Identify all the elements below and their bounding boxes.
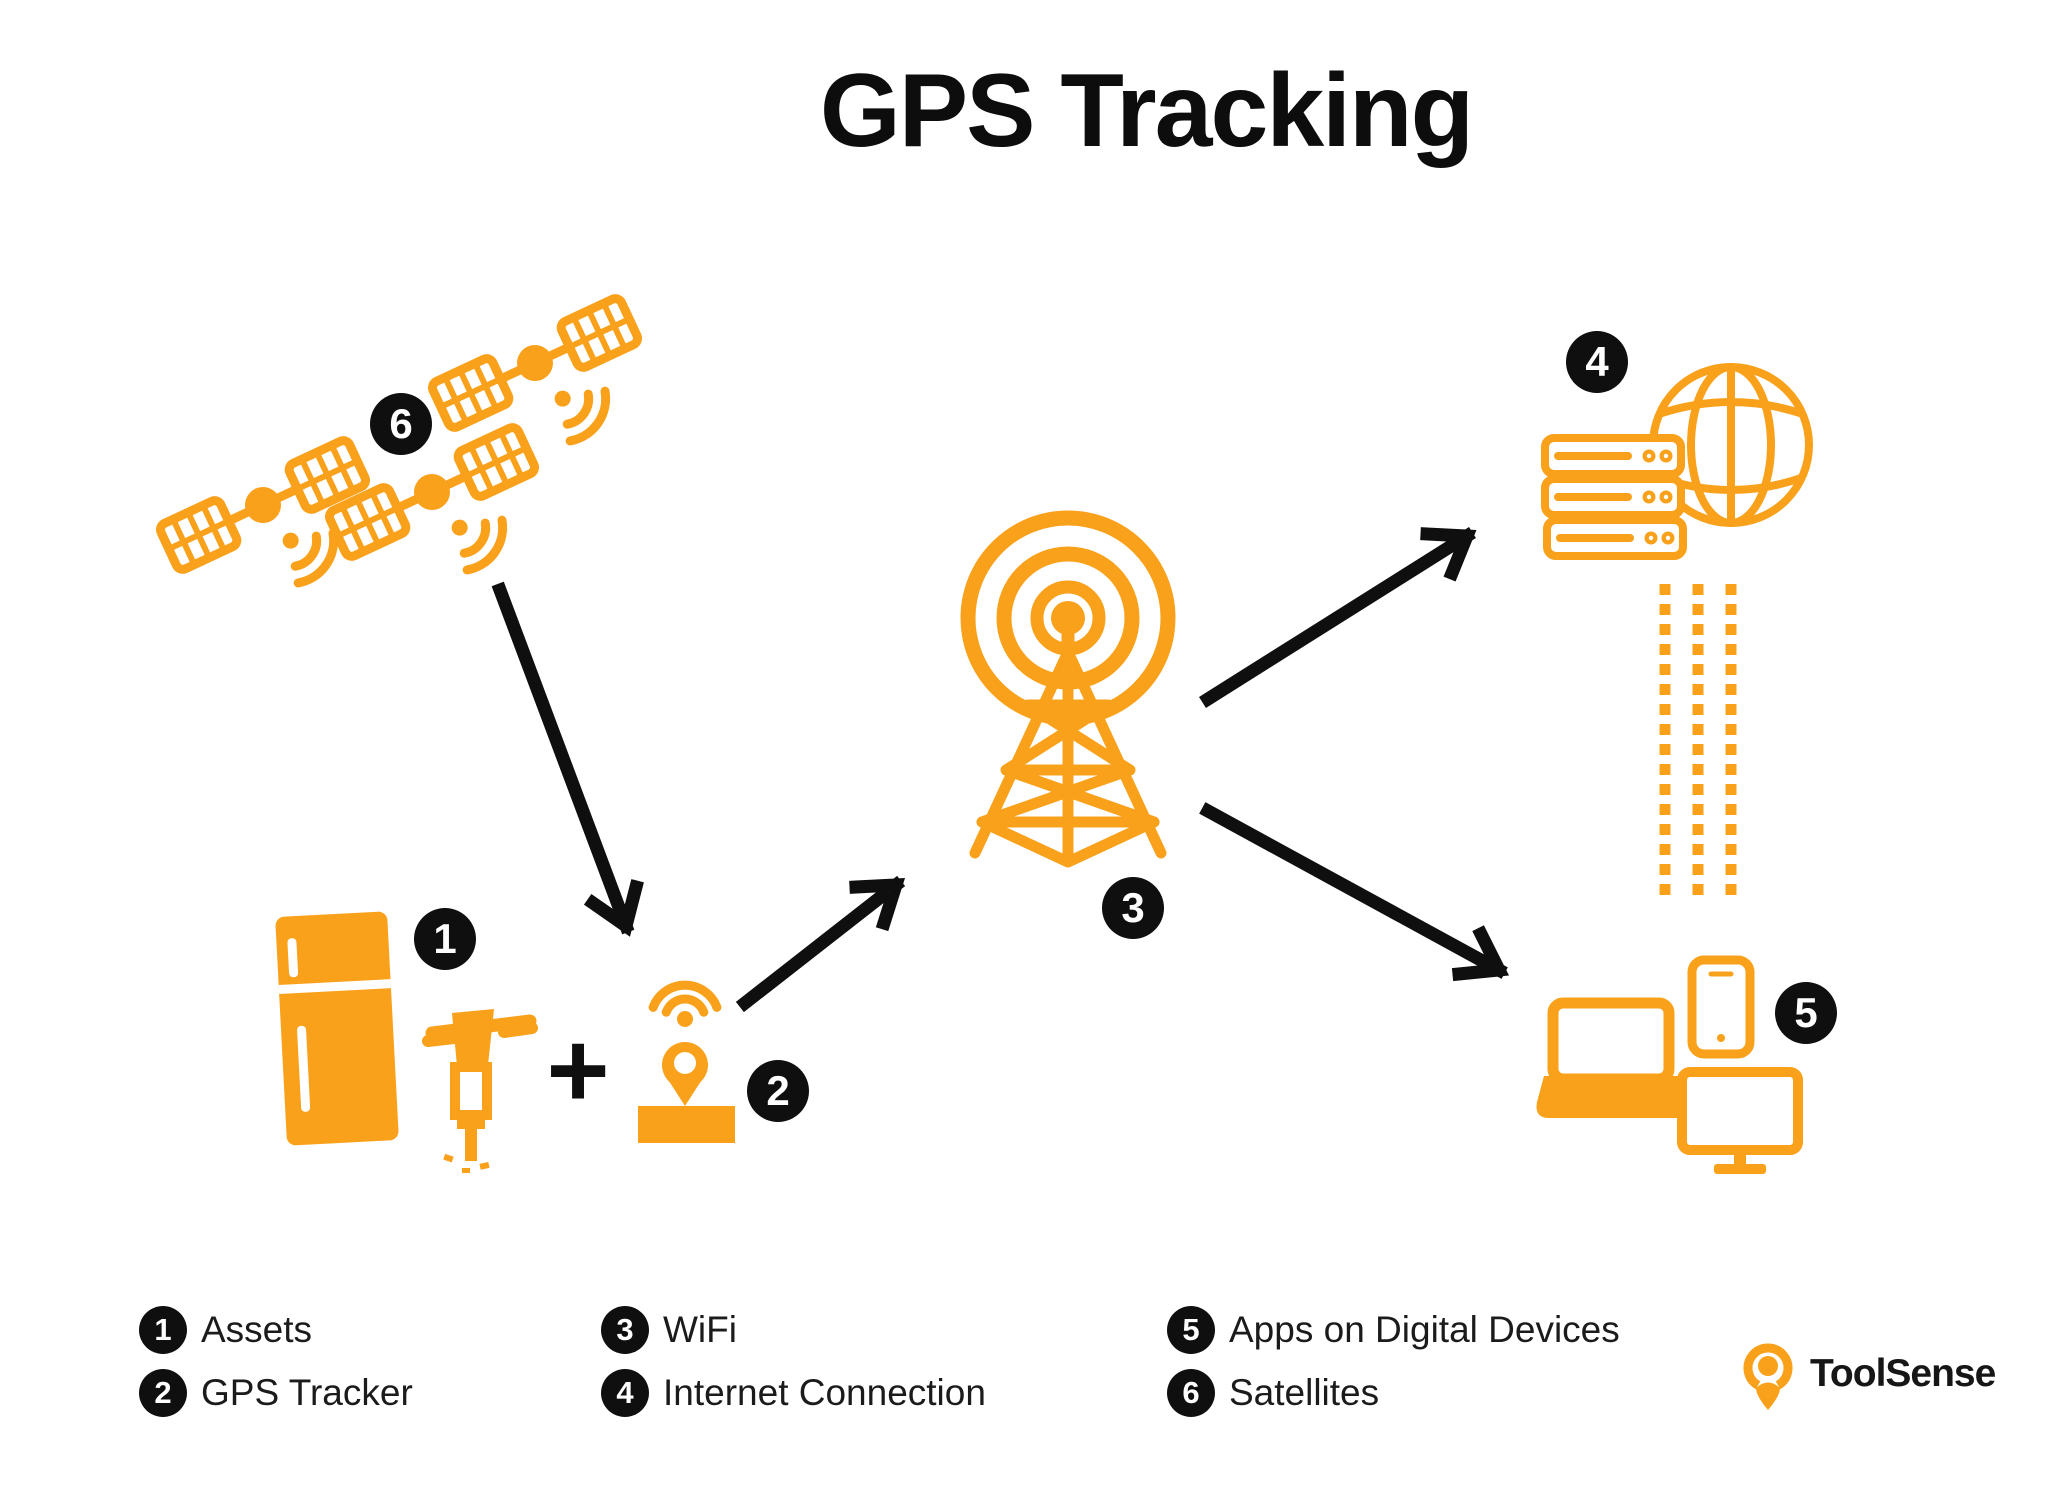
- flow-arrows: [491, 527, 1510, 1013]
- jackhammer-icon: [422, 1009, 538, 1173]
- legend-badge: 2: [139, 1369, 187, 1417]
- fridge-icon: [275, 911, 399, 1146]
- badge-devices: 5: [1775, 982, 1837, 1044]
- legend-item-apps-on-digital-devices: 5 Apps on Digital Devices: [1167, 1306, 1620, 1354]
- legend-badge: 5: [1167, 1306, 1215, 1354]
- gps-tracker-icon: [638, 980, 735, 1143]
- legend-label: Satellites: [1229, 1372, 1380, 1413]
- toolsense-logo-pin-icon: [1743, 1343, 1793, 1410]
- badge-wifi: 3: [1102, 877, 1164, 939]
- legend-item-internet-connection: 4 Internet Connection: [601, 1369, 986, 1417]
- arrow-tower-to-devices: [1199, 802, 1510, 982]
- legend-item-assets: 1 Assets: [139, 1306, 312, 1354]
- download-dashes: [1659, 584, 1737, 896]
- wifi-tower-icon: [960, 510, 1176, 868]
- legend-item-gps-tracker: 2 GPS Tracker: [139, 1369, 413, 1417]
- badge-internet: 4: [1566, 331, 1628, 393]
- badge-tracker: 2: [747, 1060, 809, 1122]
- page-title: GPS Tracking: [819, 53, 1474, 169]
- legend-item-satellites: 6 Satellites: [1167, 1369, 1379, 1417]
- legend-label: Assets: [201, 1309, 313, 1350]
- plus-sign: +: [546, 1009, 610, 1130]
- legend-badge: 3: [601, 1306, 649, 1354]
- smartphone-icon: [1687, 955, 1755, 1059]
- arrow-tracker-to-tower: [735, 875, 906, 1013]
- monitor-icon: [1677, 1067, 1803, 1174]
- arrow-tower-to-internet: [1199, 527, 1477, 708]
- legend-badge: 6: [1167, 1369, 1215, 1417]
- badge-satellites: 6: [370, 393, 432, 455]
- arrow-satellites-to-tracker: [491, 581, 644, 937]
- server-stack-icon: [1541, 434, 1687, 560]
- badge-assets: 1: [414, 908, 476, 970]
- legend-label: Apps on Digital Devices: [1229, 1309, 1620, 1350]
- toolsense-logo-text: ToolSense: [1810, 1352, 1996, 1395]
- legend-badge: 1: [139, 1306, 187, 1354]
- legend-badge: 4: [601, 1369, 649, 1417]
- satellites-icon: [158, 296, 666, 627]
- legend-item-wifi: 3 WiFi: [601, 1306, 737, 1354]
- laptop-icon: [1536, 997, 1693, 1118]
- legend-label: GPS Tracker: [201, 1372, 413, 1413]
- legend-label: Internet Connection: [663, 1372, 986, 1413]
- legend-label: WiFi: [663, 1309, 737, 1350]
